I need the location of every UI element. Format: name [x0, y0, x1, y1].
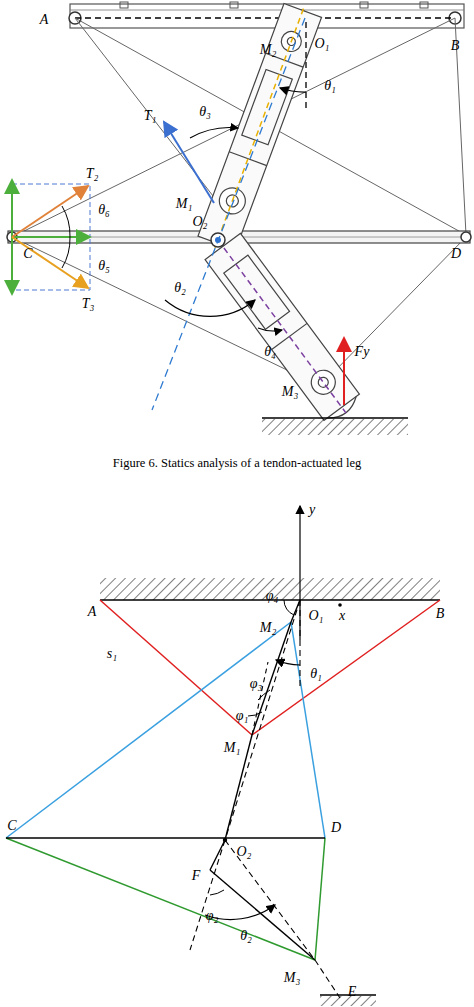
point-label: O₁	[315, 37, 330, 51]
point-label: T₁	[144, 109, 157, 123]
point-label: A	[40, 13, 49, 27]
point-label: φ₃	[250, 677, 263, 691]
point-label: M₃	[282, 385, 299, 399]
point-label: x	[339, 609, 345, 623]
point-label: C	[23, 247, 32, 261]
point-label: θ₂	[174, 281, 186, 295]
point-label: M₁	[224, 741, 241, 755]
point-label: B	[436, 607, 445, 621]
point-label: D	[331, 821, 341, 835]
point-label: Fy	[355, 345, 370, 359]
point-label: θ₂	[240, 929, 252, 943]
point-label: s₁	[107, 647, 117, 661]
point-label: θ₅	[98, 259, 110, 273]
point-label: y	[309, 503, 315, 517]
point-label: φ₂	[206, 909, 219, 923]
point-label: O₂	[193, 215, 208, 229]
point-label: T₂	[86, 167, 99, 181]
point-label: A	[88, 605, 97, 619]
point-label: O₁	[309, 609, 324, 623]
point-label: B	[451, 39, 460, 53]
point-label: F	[192, 869, 201, 883]
point-label: φ₁	[236, 709, 249, 723]
figure-caption: Figure 6. Statics analysis of a tendon-a…	[0, 456, 474, 471]
point-label: φ₄	[266, 589, 279, 603]
point-label: M₁	[176, 197, 193, 211]
point-label: O₂	[237, 845, 252, 859]
point-label: θ₃	[199, 105, 211, 119]
point-label: M₂	[260, 621, 277, 635]
point-label: θ₁	[324, 79, 336, 93]
point-label: E	[348, 985, 357, 999]
point-label: θ₄	[264, 345, 276, 359]
point-label: D	[451, 247, 461, 261]
point-label: M₂	[260, 43, 277, 57]
point-label: T₃	[82, 297, 95, 311]
point-label: θ₆	[98, 203, 110, 217]
point-label: C	[7, 819, 16, 833]
point-label: θ₁	[310, 667, 322, 681]
point-label: M₃	[284, 971, 301, 985]
